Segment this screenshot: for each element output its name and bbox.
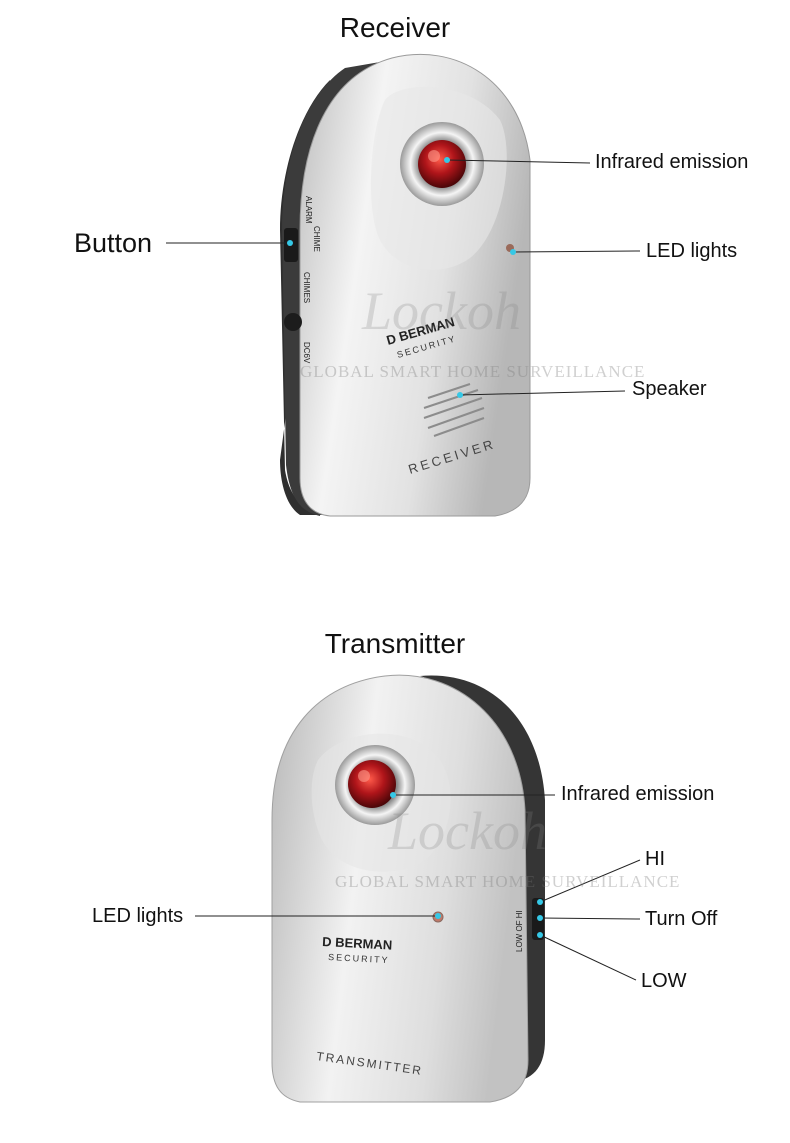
- transmitter-brand: D BERMAN: [322, 934, 393, 953]
- receiver-switch-chime: CHIME: [312, 226, 321, 252]
- receiver-device: [280, 53, 531, 517]
- transmitter-brand-sub: SECURITY: [328, 952, 390, 965]
- transmitter-label-hi: HI: [645, 848, 665, 870]
- transmitter-switch-text: LOW OF HI: [515, 910, 524, 952]
- receiver-lens: [418, 140, 466, 188]
- receiver-power-label: DC6V: [302, 342, 311, 364]
- receiver-power-jack: [284, 313, 302, 331]
- watermark-text-transmitter: GLOBAL SMART HOME SURVEILLANCE: [335, 872, 681, 891]
- receiver-speaker-grille: [423, 383, 485, 437]
- receiver-switch-alarm: ALARM: [304, 196, 313, 224]
- transmitter-label-low: LOW: [641, 970, 687, 992]
- transmitter-device: [271, 674, 545, 1103]
- transmitter-title: Transmitter: [324, 628, 466, 659]
- pointer-dots: [287, 157, 543, 938]
- receiver-switch-chimes: CHIMES: [302, 272, 311, 303]
- transmitter-label-off: Turn Off: [645, 908, 718, 930]
- transmitter-lens-glint: [358, 770, 370, 782]
- receiver-label-speaker: Speaker: [632, 378, 707, 400]
- watermark-text-receiver: GLOBAL SMART HOME SURVEILLANCE: [300, 362, 646, 381]
- transmitter-label-led: LED lights: [92, 905, 184, 927]
- receiver-label-led: LED lights: [646, 240, 738, 262]
- transmitter-label-infrared: Infrared emission: [561, 783, 715, 805]
- receiver-label-infrared: Infrared emission: [595, 151, 749, 173]
- watermark-logo-receiver: Lockoh: [362, 281, 521, 341]
- receiver-title: Receiver: [339, 12, 451, 43]
- pointer-lines: [166, 159, 641, 981]
- receiver-label-button: Button: [74, 228, 153, 258]
- watermark-logo-transmitter: Lockoh: [388, 801, 547, 861]
- receiver-lens-glint: [428, 150, 440, 162]
